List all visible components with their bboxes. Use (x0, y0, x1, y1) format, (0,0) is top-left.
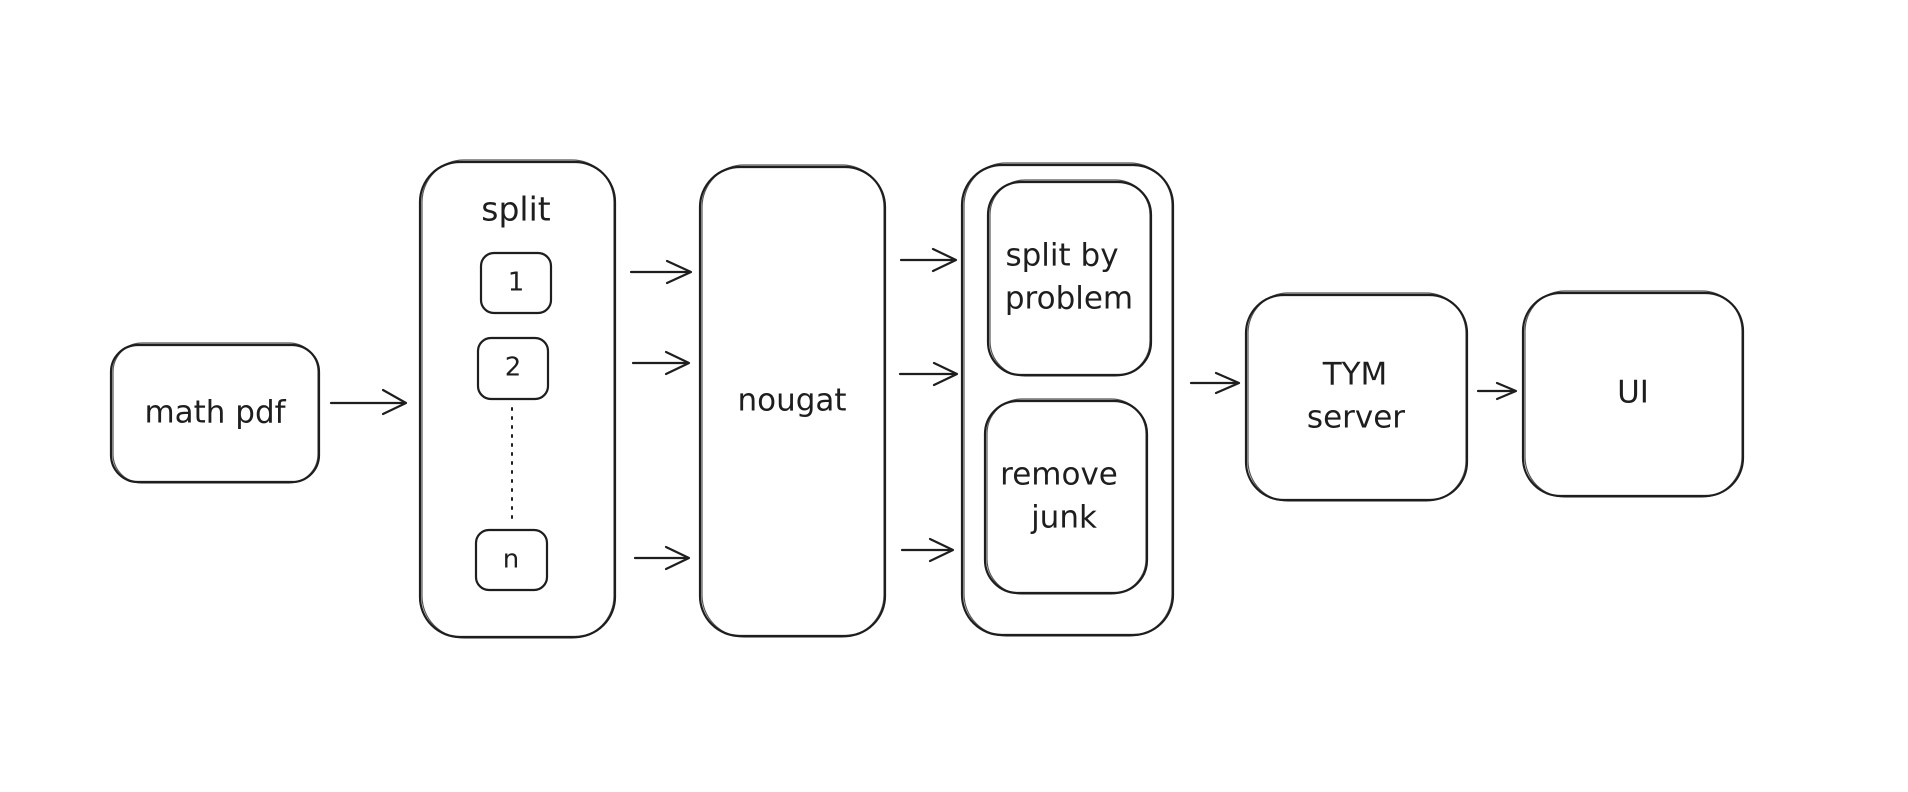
arrow-head (1495, 381, 1518, 401)
math-pdf-label: math pdf (144, 395, 286, 431)
arrow-head (665, 259, 693, 285)
arrow-nougat-to-remove-junk (900, 537, 955, 563)
split-box (418, 160, 617, 639)
split-item-2: 2 (476, 336, 550, 401)
split-by-problem-label-line1: split by (1005, 238, 1118, 274)
split-item-n: n (474, 528, 549, 592)
split-node: split 1 2 n (418, 159, 617, 639)
processing-group-box (960, 163, 1175, 637)
tym-server-box-sketch (1247, 292, 1467, 502)
split-item-n-label: n (503, 545, 519, 575)
split-by-problem-box-sketch (989, 179, 1151, 377)
tym-server-label-line2: server (1307, 400, 1405, 436)
arrow-head (664, 545, 691, 571)
nougat-box-sketch (701, 164, 885, 638)
nougat-box (698, 165, 887, 638)
arrow-math-pdf-to-split (329, 388, 408, 416)
split-box-sketch (421, 159, 615, 639)
nougat-node: nougat (698, 164, 887, 638)
ui-label: UI (1617, 375, 1649, 411)
arrow-item-2-to-nougat (631, 350, 691, 376)
tym-server-node: TYM server (1244, 292, 1469, 502)
remove-junk-node: remove junk (983, 398, 1149, 595)
split-label: split (481, 190, 550, 229)
processing-group: split by problem remove junk (960, 162, 1175, 637)
remove-junk-box (983, 399, 1149, 595)
split-item-2-box (476, 336, 550, 401)
split-item-1-label: 1 (508, 268, 525, 298)
arrow-head (1214, 371, 1241, 395)
tym-server-box (1244, 293, 1469, 502)
ui-box-sketch (1524, 290, 1743, 498)
split-item-2-label: 2 (505, 353, 522, 383)
arrow-group-to-tym-server (1189, 371, 1241, 395)
processing-group-box-sketch (963, 162, 1173, 637)
remove-junk-label-line1: remove (1000, 457, 1118, 493)
remove-junk-box-sketch (986, 398, 1147, 595)
math-pdf-node: math pdf (109, 342, 321, 484)
math-pdf-box-sketch (112, 342, 319, 484)
arrow-head (928, 537, 955, 563)
arrow-item-1-to-nougat (629, 259, 693, 285)
arrow-nougat-to-group-middle (898, 361, 959, 387)
arrow-head (664, 350, 691, 376)
arrow-head (932, 361, 959, 387)
remove-junk-label-line2: junk (1030, 500, 1097, 536)
arrow-head (931, 247, 958, 273)
split-by-problem-box (986, 180, 1153, 377)
ui-node: UI (1521, 290, 1745, 498)
split-by-problem-node: split by problem (986, 179, 1153, 377)
arrow-item-n-to-nougat (633, 545, 691, 571)
ui-box (1521, 291, 1745, 498)
split-item-n-box (474, 528, 549, 592)
arrow-head (381, 388, 408, 416)
arrow-nougat-to-split-by-problem (899, 247, 958, 273)
arrow-tym-server-to-ui (1476, 381, 1518, 401)
split-by-problem-label-line2: problem (1005, 281, 1133, 317)
math-pdf-box (109, 343, 321, 484)
split-item-1: 1 (479, 251, 553, 315)
nougat-label: nougat (737, 383, 846, 419)
split-item-1-box (479, 251, 553, 315)
tym-server-label-line1: TYM (1322, 357, 1388, 393)
